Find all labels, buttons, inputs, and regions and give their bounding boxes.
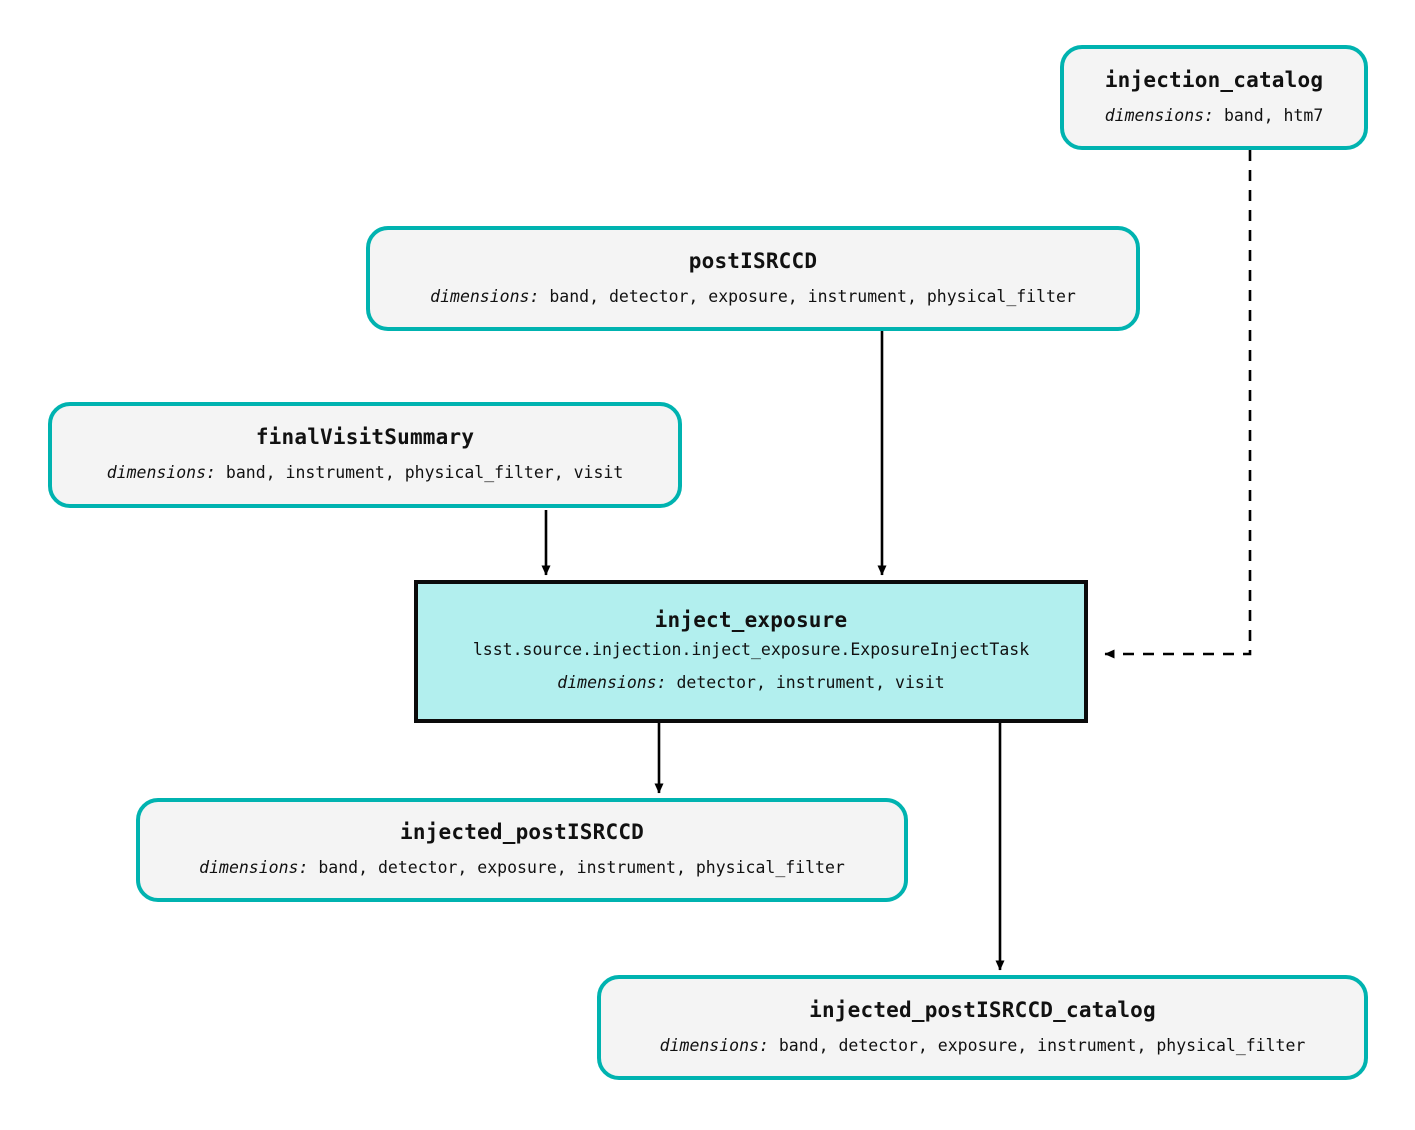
dimensions-value: band, detector, exposure, instrument, ph… (778, 1035, 1306, 1055)
node-injected-postisrccd[interactable]: injected_postISRCCD dimensions: band, de… (136, 798, 908, 902)
dimensions-value: band, instrument, physical_filter, visit (225, 463, 624, 483)
dimensions-label: dimensions: (659, 1035, 769, 1055)
dimensions-label: dimensions: (106, 463, 216, 483)
node-class-path-inject-exposure: lsst.source.injection.inject_exposure.Ex… (472, 640, 1030, 660)
dimensions-label: dimensions: (1104, 105, 1214, 125)
dimensions-label: dimensions: (430, 286, 540, 306)
dimensions-label: dimensions: (557, 673, 667, 693)
node-injection-catalog[interactable]: injection_catalog dimensions: band, htm7 (1060, 45, 1368, 150)
node-injected-postisrccd-catalog[interactable]: injected_postISRCCD_catalog dimensions: … (597, 975, 1368, 1080)
edge-injection-catalog-to-inject-exposure (1104, 150, 1252, 659)
node-title-finalvisitsummary: finalVisitSummary (255, 425, 475, 450)
node-dimensions-injection-catalog: dimensions: band, htm7 (1105, 106, 1324, 127)
node-dimensions-inject-exposure: dimensions: detector, instrument, visit (557, 673, 944, 694)
node-title-postisrccd: postISRCCD (688, 248, 818, 273)
dimensions-value: detector, instrument, visit (676, 673, 945, 693)
node-title-inject-exposure: inject_exposure (654, 608, 848, 633)
node-finalvisitsummary[interactable]: finalVisitSummary dimensions: band, inst… (48, 402, 682, 508)
node-inject-exposure[interactable]: inject_exposure lsst.source.injection.in… (414, 580, 1088, 723)
dimensions-value: band, htm7 (1223, 105, 1324, 125)
node-postisrccd[interactable]: postISRCCD dimensions: band, detector, e… (366, 226, 1140, 331)
dimensions-label: dimensions: (199, 858, 309, 878)
node-title-injection-catalog: injection_catalog (1104, 67, 1324, 92)
dimensions-value: band, detector, exposure, instrument, ph… (318, 858, 845, 878)
node-dimensions-injected-postisrccd: dimensions: band, detector, exposure, in… (199, 858, 845, 879)
node-dimensions-finalvisitsummary: dimensions: band, instrument, physical_f… (107, 463, 624, 484)
node-title-injected-postisrccd: injected_postISRCCD (399, 820, 645, 845)
node-title-injected-postisrccd-catalog: injected_postISRCCD_catalog (809, 997, 1156, 1022)
node-dimensions-injected-postisrccd-catalog: dimensions: band, detector, exposure, in… (660, 1036, 1306, 1057)
node-dimensions-postisrccd: dimensions: band, detector, exposure, in… (430, 287, 1076, 308)
dimensions-value: band, detector, exposure, instrument, ph… (549, 286, 1076, 306)
